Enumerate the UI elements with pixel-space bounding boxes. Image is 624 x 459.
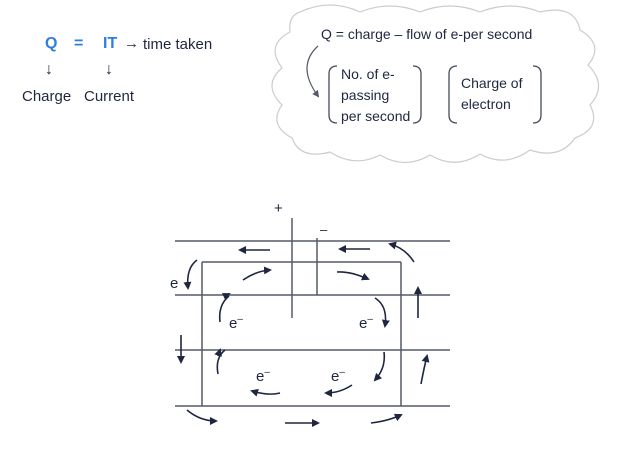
box1-line-2: passing bbox=[341, 87, 390, 103]
electron-label: e– bbox=[229, 314, 243, 332]
plus-sign: + bbox=[274, 200, 283, 217]
formula-equals: = bbox=[74, 35, 84, 52]
box1-line-1: No. of e- bbox=[341, 66, 395, 82]
charge-down-arrow: ↓ bbox=[45, 61, 53, 78]
current-label: Current bbox=[84, 88, 135, 105]
circuit-lines bbox=[175, 218, 450, 407]
electron-label: e– bbox=[331, 367, 345, 385]
cloud-definition: Q = charge – flow of e-per second bbox=[321, 26, 533, 42]
cloud-pointer-arrow bbox=[306, 45, 320, 98]
outer-electron-label: e bbox=[170, 275, 179, 292]
formula-arrow: → bbox=[124, 35, 139, 52]
current-down-arrow: ↓ bbox=[105, 61, 113, 78]
cloud-outline bbox=[271, 4, 600, 164]
electron-label: e– bbox=[359, 314, 373, 332]
electron-label: e– bbox=[256, 367, 270, 385]
box1-line-3: per second bbox=[341, 108, 411, 124]
box2-line-1: Charge of bbox=[461, 75, 523, 91]
box2-line-2: electron bbox=[461, 96, 511, 112]
formula-time-taken: time taken bbox=[143, 36, 213, 53]
cloud-box-electrons-per-second: No. of e- passing per second bbox=[341, 64, 410, 127]
cloud-box-charge-of-electron: Charge of electron bbox=[461, 73, 522, 115]
formula-q: Q bbox=[45, 35, 58, 52]
minus-sign: – bbox=[320, 222, 328, 237]
charge-label: Charge bbox=[22, 88, 72, 105]
formula-it: IT bbox=[103, 35, 118, 52]
